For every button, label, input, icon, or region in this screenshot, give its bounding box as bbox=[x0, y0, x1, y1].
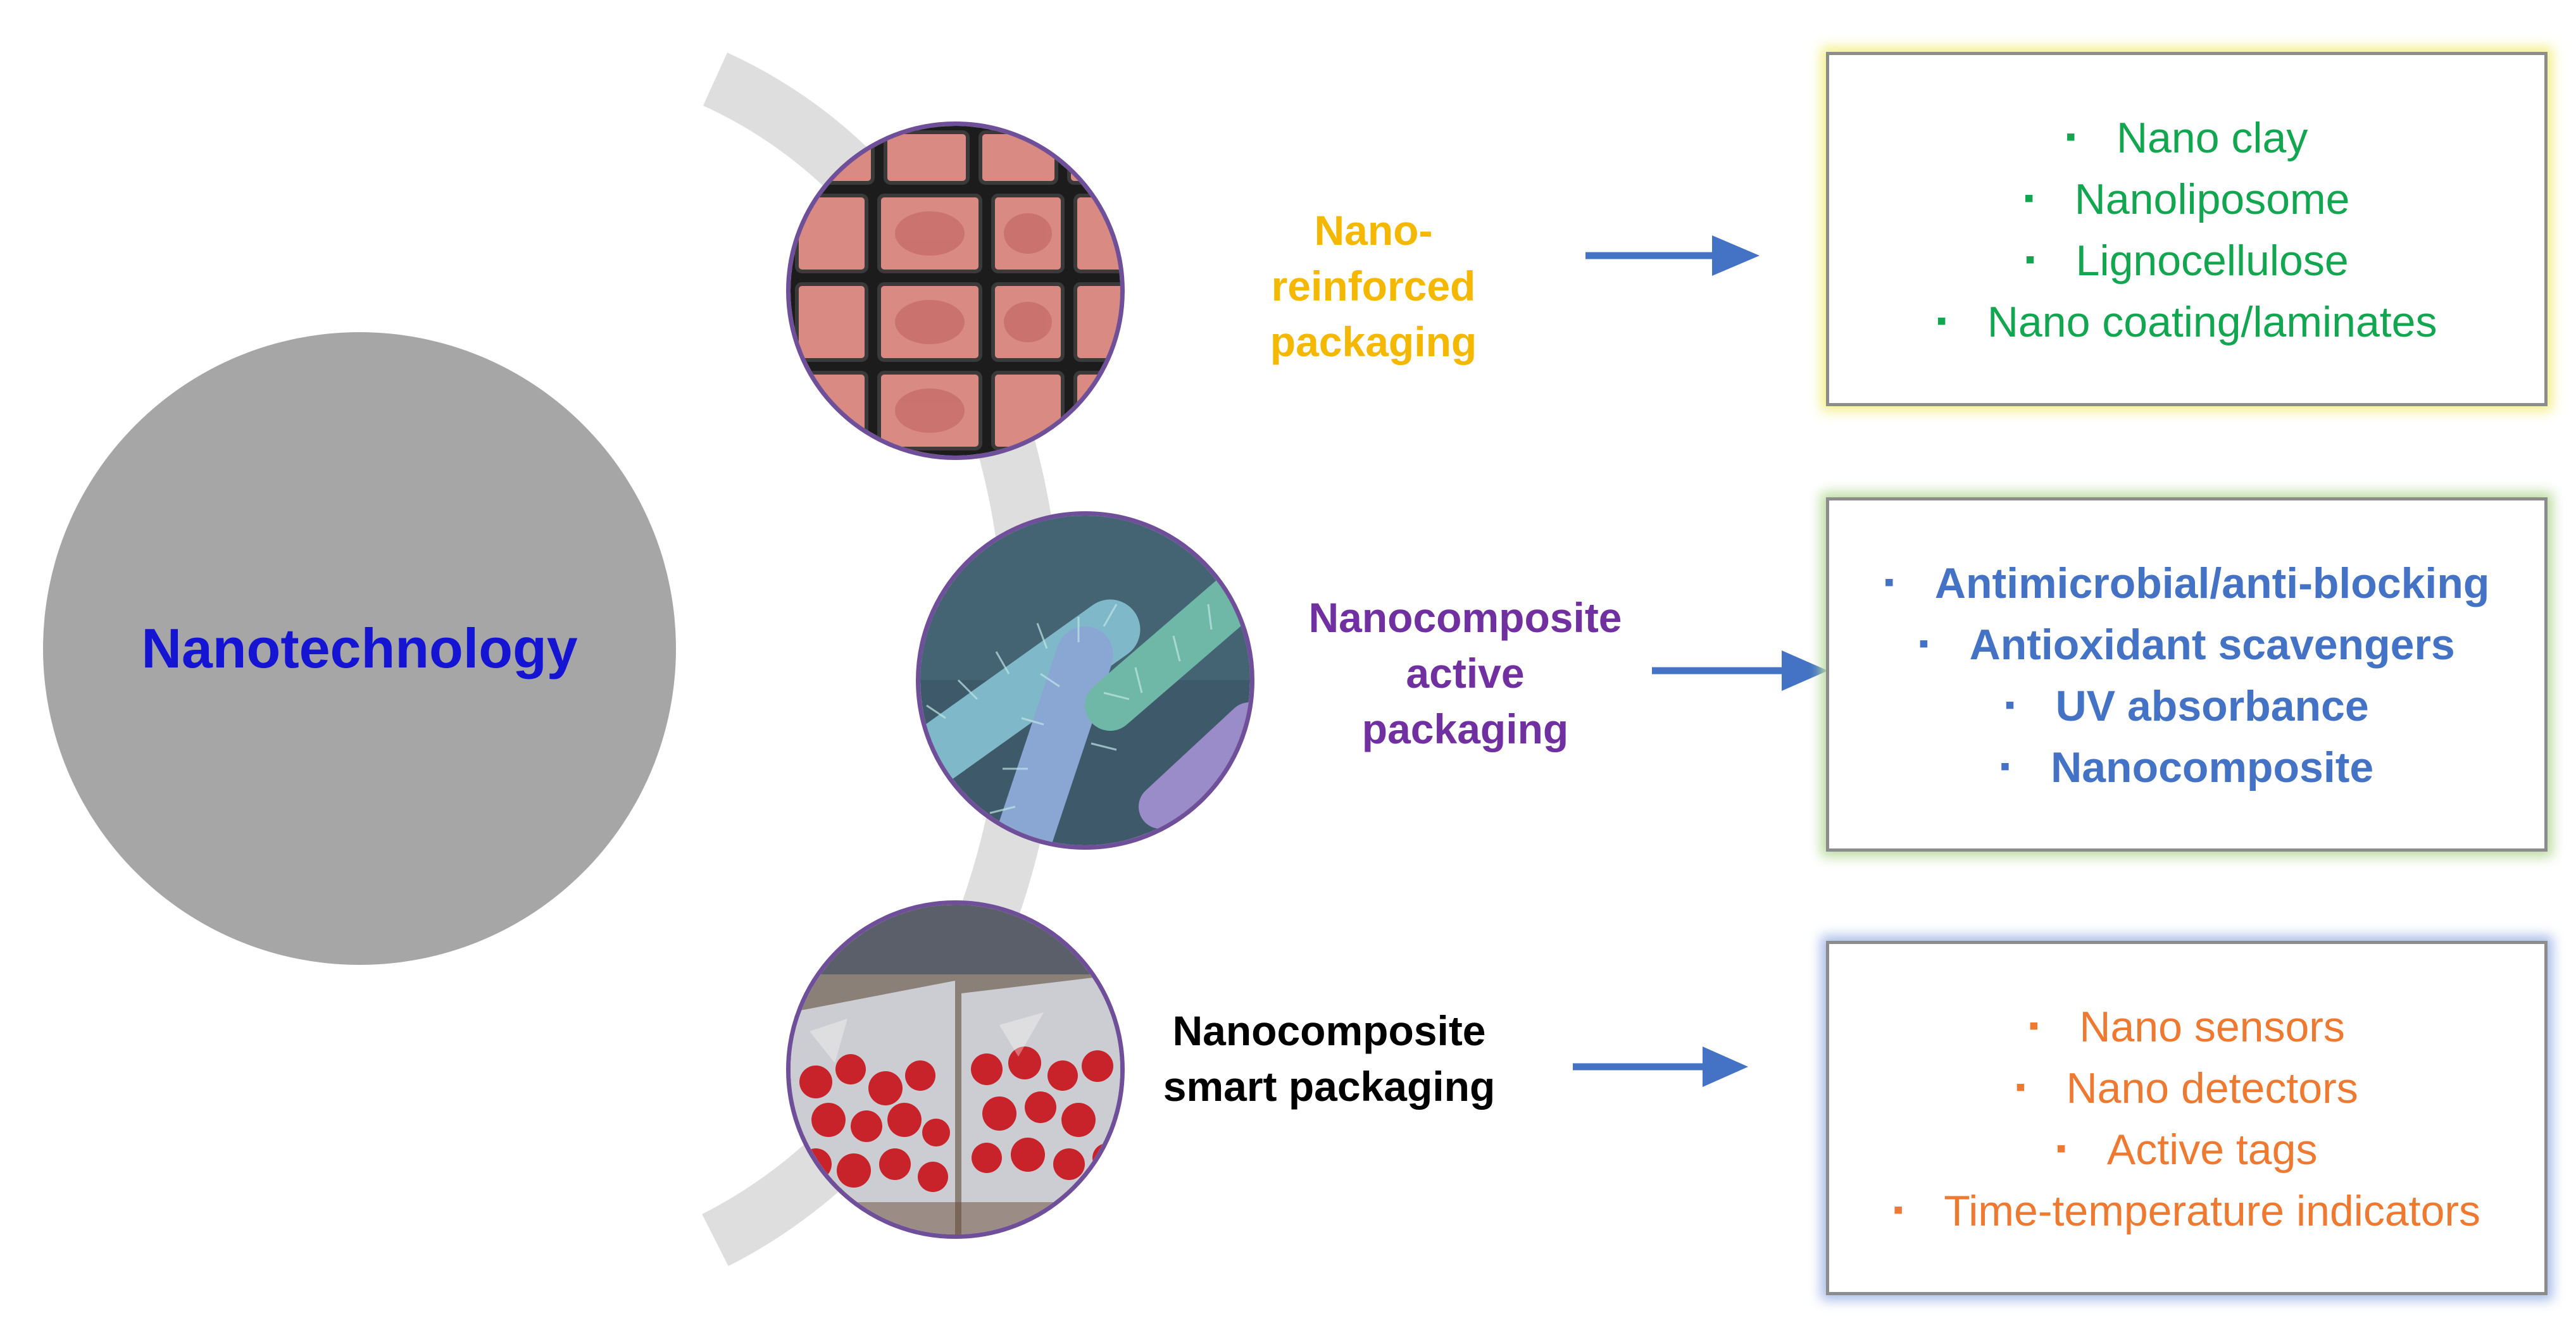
arrow-3 bbox=[1573, 1047, 1748, 1087]
hub-circle: Nanotechnology bbox=[43, 332, 676, 965]
list-item: Nano detectors bbox=[1893, 1057, 2480, 1118]
list-item: Lignocellulose bbox=[1937, 229, 2437, 290]
list-item: Nanocomposite bbox=[1884, 736, 2490, 797]
hub-title: Nanotechnology bbox=[141, 617, 578, 680]
stage-label-nanocomposite-active: Nanocomposite active packaging bbox=[1308, 594, 1622, 752]
list-item: Time-temperature indicators bbox=[1893, 1179, 2480, 1241]
list-item: Nano sensors bbox=[1893, 995, 2480, 1057]
nanocomposite-smart-items-box: Nano sensors Nano detectors Active tags … bbox=[1826, 941, 2548, 1295]
list-item: Antioxidant scavengers bbox=[1884, 613, 2490, 674]
nanocomposite-active-items-list: Antimicrobial/anti-blocking Antioxidant … bbox=[1884, 552, 2490, 797]
nano-reinforced-items-box: Nano clay Nanoliposome Lignocellulose Na… bbox=[1826, 52, 2548, 406]
arrow-2 bbox=[1652, 650, 1828, 691]
list-item: Antimicrobial/anti-blocking bbox=[1884, 552, 2490, 613]
nano-reinforced-items-list: Nano clay Nanoliposome Lignocellulose Na… bbox=[1937, 106, 2437, 352]
stage-label-nano-reinforced: Nano- reinforced packaging bbox=[1270, 207, 1477, 365]
arrow-1 bbox=[1585, 235, 1760, 276]
stage-label-nanocomposite-smart: Nanocomposite smart packaging bbox=[1163, 1007, 1496, 1110]
list-item: Active tags bbox=[1893, 1118, 2480, 1179]
nanocomposite-active-items-box: Antimicrobial/anti-blocking Antioxidant … bbox=[1826, 497, 2548, 852]
nanocomposite-smart-items-list: Nano sensors Nano detectors Active tags … bbox=[1893, 995, 2480, 1241]
bacteria-photo bbox=[916, 511, 1254, 850]
list-item: UV absorbance bbox=[1884, 674, 2490, 736]
list-item: Nano coating/laminates bbox=[1937, 290, 2437, 352]
list-item: Nano clay bbox=[1937, 106, 2437, 168]
list-item: Nanoliposome bbox=[1937, 168, 2437, 229]
